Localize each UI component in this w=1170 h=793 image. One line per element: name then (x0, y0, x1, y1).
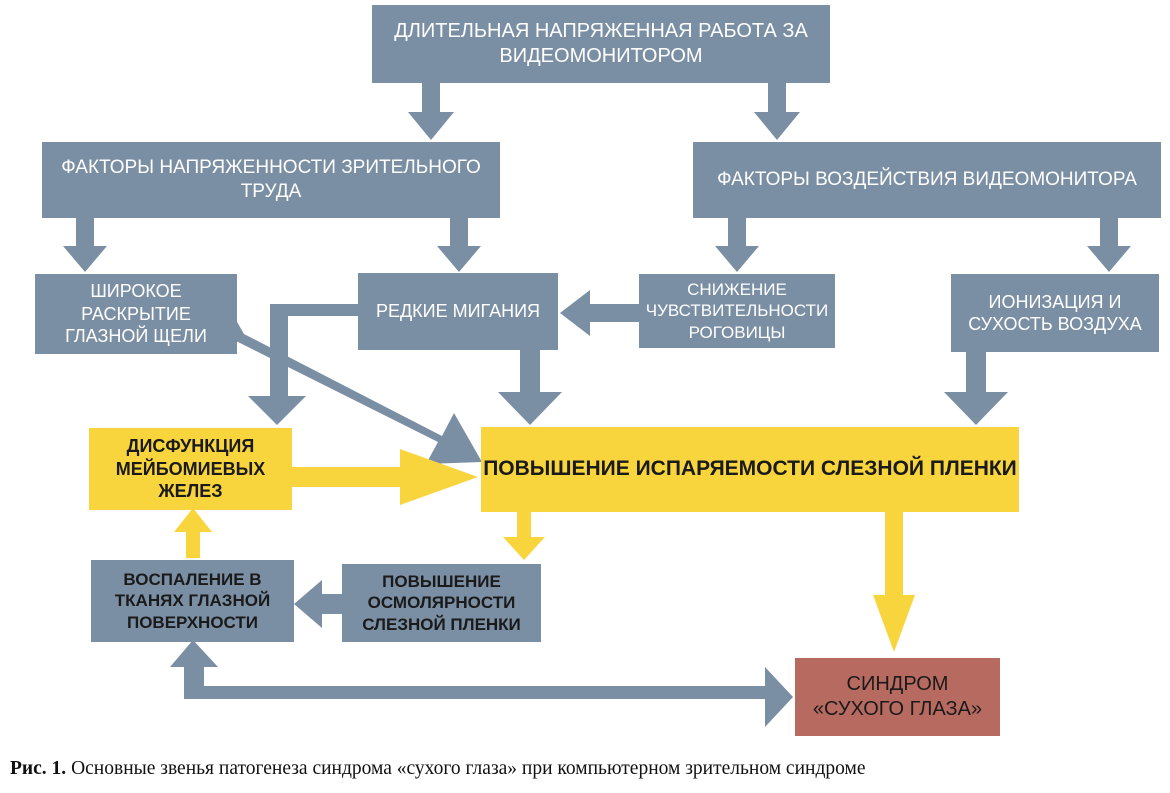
arrow-osmolarity-to-inflammation (294, 580, 342, 628)
arrow-visual-strain-to-rare-blinking (437, 218, 481, 272)
node-monitor-factors: ФАКТОРЫ ВОЗДЕЙСТВИЯ ВИДЕОМОНИТОРА (693, 142, 1161, 218)
arrow-rare-blinking-to-meibomian (248, 304, 360, 425)
node-inflammation: ВОСПАЛЕНИЕ В ТКАНЯХ ГЛАЗНОЙ ПОВЕРХНОСТИ (91, 560, 294, 642)
caption-text: Основные звенья патогенеза синдрома «сух… (66, 758, 866, 779)
arrow-inflammation-to-meibomian (174, 508, 212, 558)
node-long-work: ДЛИТЕЛЬНАЯ НАПРЯЖЕННАЯ РАБОТА ЗА ВИДЕОМО… (372, 5, 830, 83)
arrow-monitor-to-sensitivity (715, 218, 759, 272)
node-evaporation: ПОВЫШЕНИЕ ИСПАРЯЕМОСТИ СЛЕЗНОЙ ПЛЕНКИ (481, 427, 1019, 512)
node-dry-eye-syndrome: СИНДРОМ «СУХОГО ГЛАЗА» (795, 658, 1000, 736)
arrow-monitor-to-ionization (1087, 218, 1131, 272)
node-meibomian-dysfunction: ДИСФУНКЦИЯ МЕЙБОМИЕВЫХ ЖЕЛЕЗ (89, 428, 292, 510)
node-ionization: ИОНИЗАЦИЯ И СУХОСТЬ ВОЗДУХА (951, 274, 1159, 352)
arrow-meibomian-to-evaporation (292, 449, 478, 505)
arrow-wide-fissure-to-evaporation (230, 320, 482, 464)
node-osmolarity: ПОВЫШЕНИЕ ОСМОЛЯРНОСТИ СЛЕЗНОЙ ПЛЕНКИ (342, 564, 541, 642)
arrow-inflammation-dry-eye-loop (170, 640, 793, 727)
arrow-top-to-visual-strain (408, 83, 454, 140)
arrow-visual-strain-to-wide-fissure (63, 218, 107, 272)
figure-caption: Рис. 1. Основные звенья патогенеза синдр… (10, 758, 1160, 780)
arrow-top-to-monitor-factors (754, 83, 800, 140)
arrow-sensitivity-to-rare-blinking (560, 290, 640, 336)
arrow-rare-blinking-to-evaporation (498, 350, 562, 425)
caption-label: Рис. 1. (10, 758, 67, 779)
arrow-evaporation-to-osmolarity (503, 512, 545, 560)
arrow-ionization-to-evaporation (944, 352, 1008, 425)
node-rare-blinking: РЕДКИЕ МИГАНИЯ (358, 273, 558, 350)
node-reduced-sensitivity: СНИЖЕНИЕ ЧУВСТВИТЕЛЬНОСТИ РОГОВИЦЫ (639, 274, 835, 348)
arrow-evaporation-to-dry-eye (873, 512, 915, 652)
node-visual-strain-factors: ФАКТОРЫ НАПРЯЖЕННОСТИ ЗРИТЕЛЬНОГО ТРУДА (42, 142, 500, 218)
node-wide-fissure: ШИРОКОЕ РАСКРЫТИЕ ГЛАЗНОЙ ЩЕЛИ (35, 274, 237, 354)
